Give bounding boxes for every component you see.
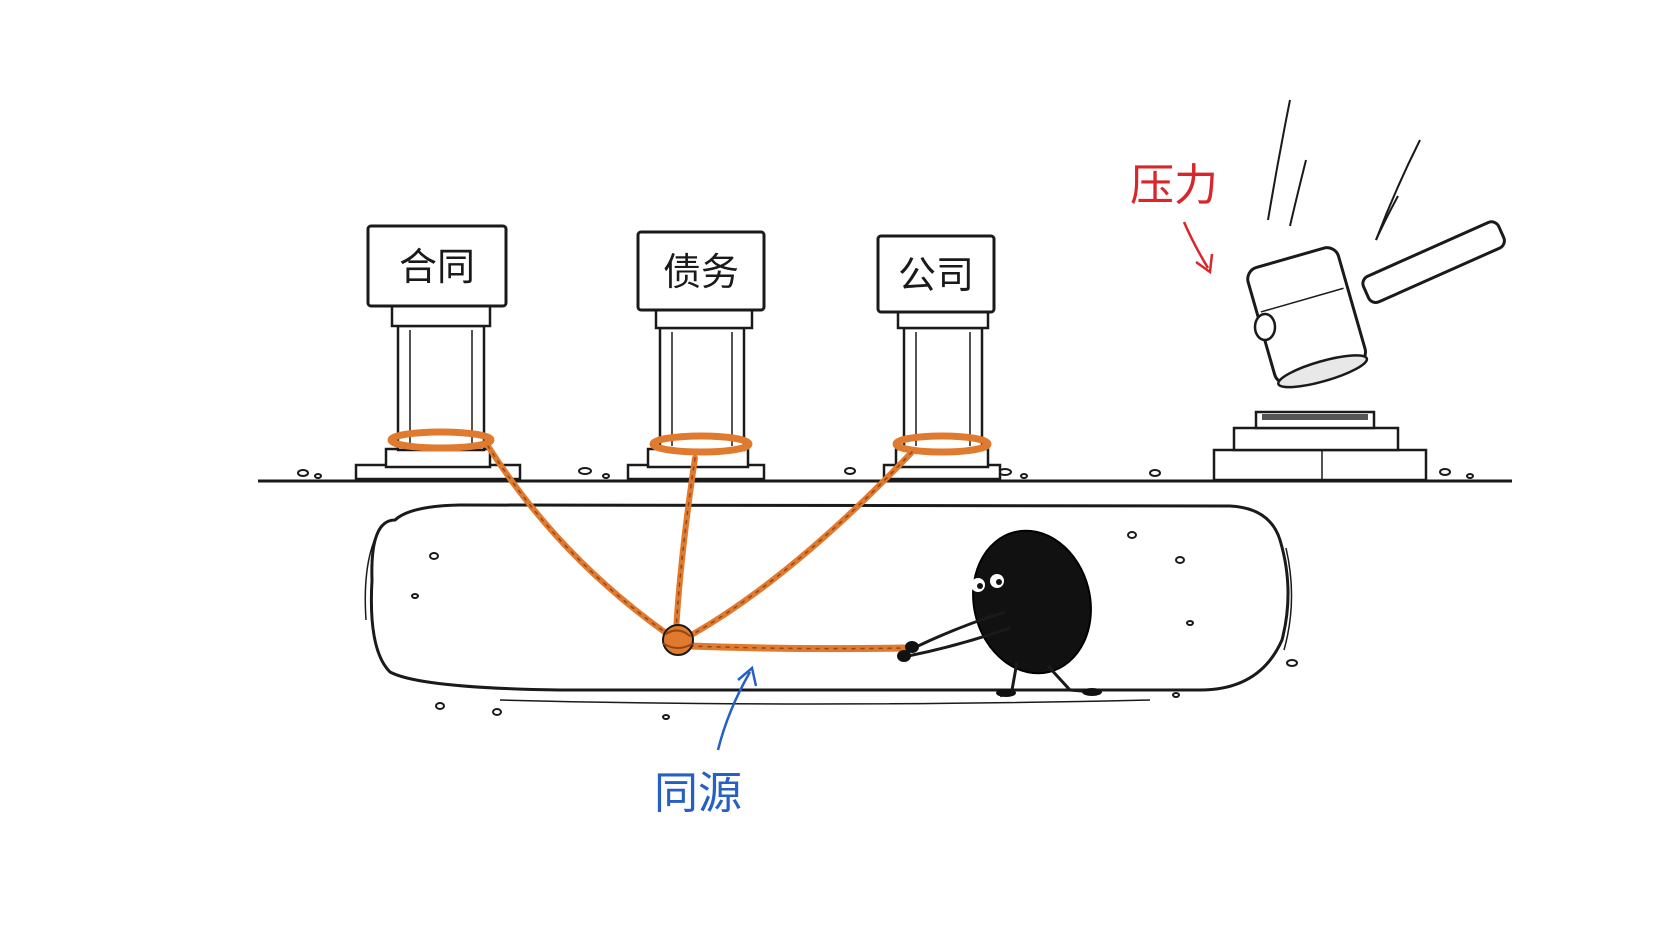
pillar-1: 合同 [354, 224, 522, 481]
pressure-label: 压力 [1130, 160, 1218, 211]
rope-loop-1 [387, 428, 495, 452]
hidden-figure-icon [897, 529, 1102, 698]
rope-loop-2 [649, 432, 753, 456]
source-arrow-icon [716, 671, 752, 751]
rope-strand-2 [673, 455, 698, 635]
source-annotation: 同源 [654, 665, 758, 819]
pillar-1-label: 合同 [399, 245, 475, 289]
pressure-annotation: 压力 [1130, 160, 1218, 275]
pillar-2-label: 债务 [663, 250, 739, 294]
rope-knot-icon [662, 624, 694, 656]
underground-cavity [364, 503, 1298, 720]
pressure-arrow-icon [1182, 221, 1210, 269]
rope-loop-3 [892, 432, 992, 456]
anvil-base [1212, 410, 1428, 482]
pillar-3-label: 公司 [898, 253, 974, 297]
source-label: 同源 [654, 768, 742, 819]
hammer-icon [1246, 99, 1506, 389]
ropes [387, 428, 992, 656]
